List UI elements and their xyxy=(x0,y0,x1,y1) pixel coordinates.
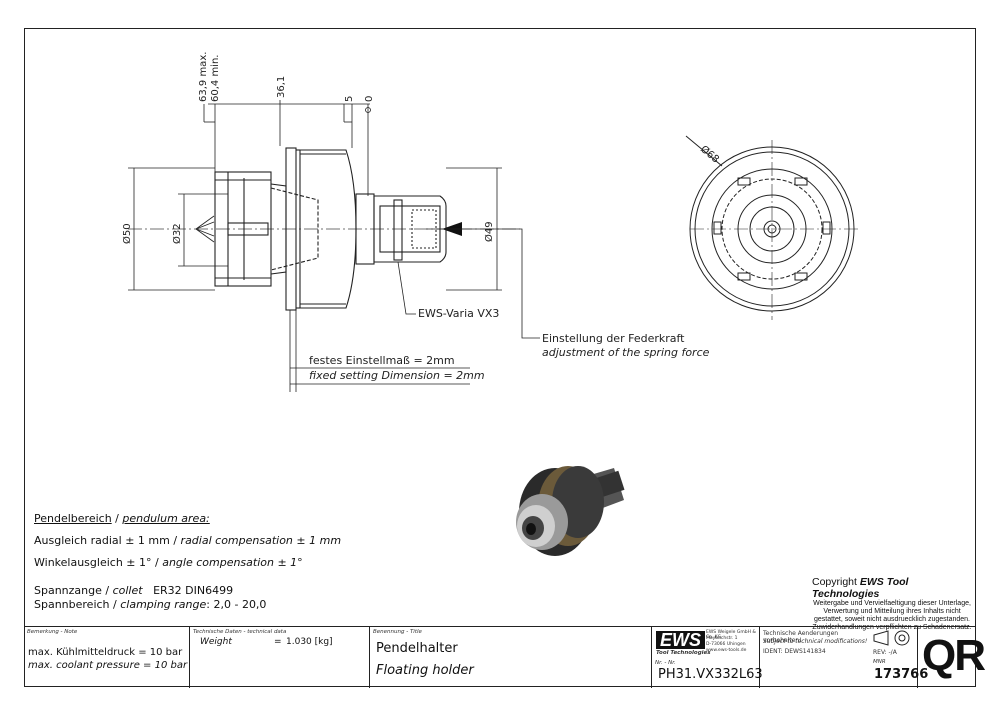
weight-value: 1.030 [kg] xyxy=(286,637,333,647)
nr-label: Nr. - Nr. xyxy=(655,660,676,666)
tech-change-de: Technische Aenderungen vorbehalten! xyxy=(763,630,839,644)
bemerkung-label: Bemerkung - Note xyxy=(27,629,78,635)
left-dimensions xyxy=(128,167,228,291)
dim-dia49: Ø49 xyxy=(483,221,495,242)
dim-dia50: Ø50 xyxy=(121,223,133,244)
dim-36-1: 36,1 xyxy=(276,76,287,98)
angle-de: Winkelausgleich ± 1° / xyxy=(34,556,163,569)
fixed-label-en: fixed setting Dimension = 2mm xyxy=(309,369,485,382)
copyright-block: Copyright EWS Tool Technologies Weiterga… xyxy=(812,576,972,632)
title-label: Benennung - Title xyxy=(373,629,422,635)
dim-5: 5 xyxy=(344,96,355,102)
end-view xyxy=(685,135,860,320)
coolant-de: max. Kühlmitteldruck = 10 bar xyxy=(28,647,183,658)
title-cell: Benennung - Title Pendelhalter Floating … xyxy=(370,627,652,688)
pendel-en: pendulum area: xyxy=(122,512,210,525)
collet-nut xyxy=(214,171,272,287)
leaders xyxy=(289,228,540,392)
product-render xyxy=(516,466,625,556)
address2: D-73066 Uhingen xyxy=(706,642,746,647)
radial-en: radial compensation ± 1 mm xyxy=(180,534,342,547)
techdata-cell: Technische Daten - technical data Weight… xyxy=(190,627,370,688)
weight-label: Weight xyxy=(200,637,232,647)
range-val: : 2,0 - 20,0 xyxy=(206,598,267,611)
drawing-frame xyxy=(24,28,976,687)
website: www.ews-tools.de xyxy=(706,648,747,653)
sep: / xyxy=(111,512,123,525)
note-cell: Bemerkung - Note max. Kühlmitteldruck = … xyxy=(24,627,190,688)
copyright-prefix: Copyright xyxy=(812,576,860,588)
qr-mark: QR xyxy=(922,631,986,680)
pendel-de: Pendelbereich xyxy=(34,512,112,525)
logo-sub: Tool Technologies xyxy=(656,650,711,656)
dim-0: 0 xyxy=(364,96,375,102)
collet-val: ER32 DIN6499 xyxy=(153,584,234,597)
company-name: EWS Weigele GmbH & Co. KG xyxy=(706,630,756,640)
mnr-label: MNR xyxy=(873,659,886,665)
top-dimensions xyxy=(203,100,371,196)
coolant-en: max. coolant pressure = 10 bar xyxy=(28,660,188,671)
qr-cell: QR xyxy=(918,627,986,688)
shank xyxy=(355,193,447,265)
range-de: Spannbereich / xyxy=(34,598,121,611)
ews-logo: EWS xyxy=(656,631,706,649)
fixed-label-de: festes Einstellmaß = 2mm xyxy=(309,354,455,367)
title-de: Pendelhalter xyxy=(376,641,458,656)
copyright-text: Weitergabe und Vervielfaeltigung dieser … xyxy=(812,600,972,631)
copyright-brand: EWS Tool Technologies xyxy=(812,576,909,600)
part-number: PH31.VX332L63 xyxy=(658,667,763,682)
radial-de: Ausgleich radial ± 1 mm / xyxy=(34,534,181,547)
collet-de: Spannzange / xyxy=(34,584,113,597)
dim-max: 63,9 max. xyxy=(198,52,209,102)
ident: IDENT: DEWS141834 xyxy=(763,648,826,655)
weight-eq: = xyxy=(274,637,282,647)
range-en: clamping range xyxy=(120,598,207,611)
techdata-label: Technische Daten - technical data xyxy=(193,629,287,635)
dim-dia32: Ø32 xyxy=(171,223,183,244)
tech-change-en: Subject to technical modifications! xyxy=(763,638,868,645)
projection-symbol-icon xyxy=(873,630,910,646)
spring-label-en: adjustment of the spring force xyxy=(542,346,710,359)
title-block: Bemerkung - Note max. Kühlmitteldruck = … xyxy=(24,626,986,688)
revision-cell: Technische Aenderungen vorbehalten! Subj… xyxy=(760,627,870,688)
title-en: Floating holder xyxy=(376,663,474,678)
mnr-number: 173766 xyxy=(874,667,929,682)
spring-label-de: Einstellung der Federkraft xyxy=(542,332,685,345)
dim-min: 60,4 min. xyxy=(210,55,221,102)
angle-en: angle compensation ± 1° xyxy=(162,556,303,569)
varia-label: EWS-Varia VX3 xyxy=(418,307,499,320)
collet-en: collet xyxy=(112,584,143,597)
address1: Maybachstr. 1 xyxy=(706,636,738,641)
notes-block: Pendelbereich / pendulum area: Ausgleich… xyxy=(34,512,354,612)
mnr-cell: REV: -/A MNR 173766 xyxy=(870,627,928,688)
company-cell: EWS Tool Technologies EWS Weigele GmbH &… xyxy=(652,627,763,688)
revision: REV: -/A xyxy=(873,649,897,656)
